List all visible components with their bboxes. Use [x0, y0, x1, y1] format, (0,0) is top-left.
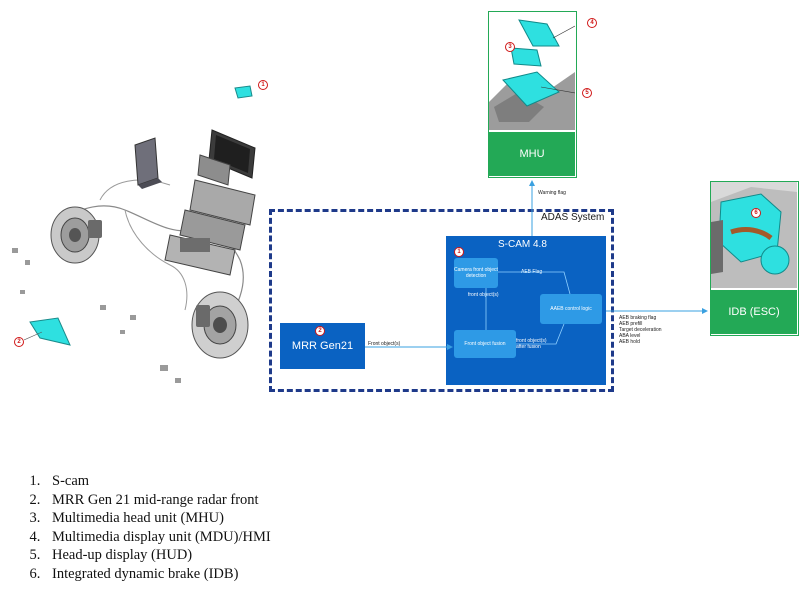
wiring-harness-branch — [99, 179, 171, 201]
hud-part — [510, 47, 542, 67]
display-screen — [208, 129, 256, 179]
camera-detection-box: Camera front object detection — [454, 258, 498, 288]
idb-signal-list: AEB braking flag AEB prefill Target dece… — [619, 315, 662, 345]
front-left-brake-assembly — [50, 206, 102, 264]
callout-badge-idb: 6 — [751, 208, 761, 218]
legend-item: MRR Gen 21 mid-range radar front — [44, 491, 516, 510]
callout-badge-mdu: 4 — [587, 18, 597, 28]
control-module — [134, 137, 162, 189]
aeb-logic-box: AAEB control logic — [540, 294, 602, 324]
s-cam-part — [234, 85, 253, 99]
mhu-block: MHU — [489, 132, 575, 176]
mrr-title: MRR Gen21 — [291, 340, 354, 352]
scam-title: S-CAM 4.8 — [498, 239, 547, 250]
head-unit-stack — [164, 154, 256, 276]
callout-badge-mhu: 5 — [582, 88, 592, 98]
component-legend: S-cam MRR Gen 21 mid-range radar front M… — [16, 472, 516, 583]
mhu-arrow-label: Warning flag — [538, 190, 566, 196]
fusion-box: Front object fusion — [454, 330, 516, 358]
mdu-part — [518, 19, 560, 47]
vehicle-components-illustration — [12, 85, 256, 383]
callout-leader — [24, 331, 43, 341]
legend-item: Multimedia display unit (MDU)/HMI — [44, 528, 516, 547]
front-objects-label: front object(s) — [468, 292, 499, 298]
radar-part — [29, 317, 71, 346]
legend-item: Head-up display (HUD) — [44, 546, 516, 565]
legend-item: Multimedia head unit (MHU) — [44, 509, 516, 528]
aeb-logic-label: AAEB control logic — [550, 306, 592, 312]
callout-badge-s-cam: 1 — [258, 80, 268, 90]
callout-badge-hud: 3 — [505, 42, 515, 52]
mrr-arrow-label: Front object(s) — [368, 341, 401, 347]
mhu-photo — [489, 19, 575, 130]
small-parts — [12, 248, 181, 383]
legend-item: Integrated dynamic brake (IDB) — [44, 565, 516, 584]
adas-system-boundary — [269, 209, 614, 392]
camera-detection-label: Camera front object detection — [454, 267, 498, 279]
idb-title: IDB (ESC) — [728, 306, 780, 318]
scam-block: S-CAM 4.8 1 Camera front object detectio… — [446, 236, 606, 385]
mhu-title: MHU — [519, 148, 545, 160]
idb-signal-item: AEB braking flag — [619, 315, 657, 321]
mhu-part — [502, 71, 560, 107]
idb-photo — [711, 182, 797, 288]
idb-signal-item: ABA level — [619, 333, 641, 339]
mhu-panel: 4 3 5 MHU — [488, 11, 597, 178]
callout-badge-mrr: 2 — [315, 326, 325, 336]
adas-system-title: ADAS System — [541, 212, 605, 223]
fusion-label: Front object fusion — [464, 341, 506, 347]
callout-badge-scam: 1 — [454, 247, 464, 257]
wiring-harness-branch — [124, 209, 188, 311]
scam-internal-connectors — [485, 271, 571, 345]
idb-block: IDB (ESC) — [711, 290, 797, 334]
callout-badge-radar: 2 — [14, 337, 24, 347]
idb-signal-item: AEB hold — [619, 339, 640, 345]
idb-panel: 6 IDB (ESC) — [710, 181, 799, 336]
front-objects-fusion-label: front object(s) after fusion — [516, 338, 547, 350]
idb-signal-item: AEB prefill — [619, 321, 643, 327]
idb-signal-item: Target deceleration — [619, 327, 662, 333]
legend-item: S-cam — [44, 472, 516, 491]
front-right-brake-assembly — [191, 291, 249, 359]
